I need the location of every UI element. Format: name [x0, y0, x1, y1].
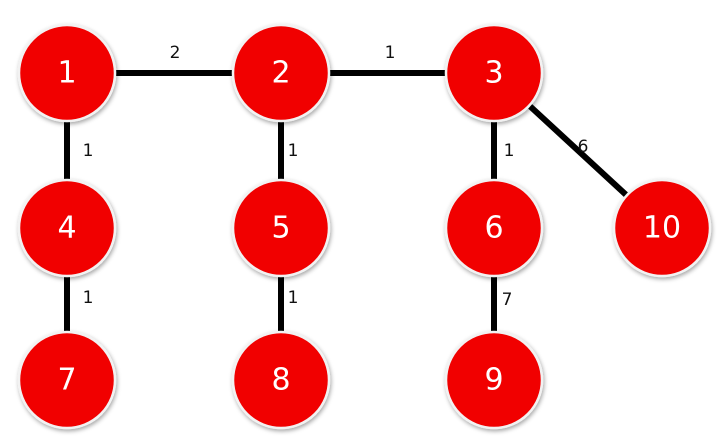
node-6: 6: [444, 178, 544, 278]
node-circle: [444, 330, 544, 430]
edge-weight-2-5: 1: [288, 141, 299, 161]
node-label: 8: [271, 363, 290, 398]
node-circle: [612, 178, 712, 278]
node-label: 5: [271, 211, 290, 246]
edge-weight-3-10: 6: [578, 137, 589, 157]
node-circle: [17, 23, 117, 123]
node-label: 4: [57, 211, 76, 246]
edges-layer: [64, 70, 665, 380]
node-label: 9: [484, 363, 503, 398]
node-8: 8: [231, 330, 331, 430]
node-3: 3: [444, 23, 544, 123]
node-1: 1: [17, 23, 117, 123]
edge-weight-1-4: 1: [83, 141, 94, 161]
node-label: 3: [484, 56, 503, 91]
node-9: 9: [444, 330, 544, 430]
node-circle: [17, 178, 117, 278]
node-5: 5: [231, 178, 331, 278]
node-circle: [231, 23, 331, 123]
node-circle: [444, 23, 544, 123]
node-4: 4: [17, 178, 117, 278]
nodes-layer: 1 2 3 4 5 6 7 8 9 10: [17, 23, 712, 430]
node-label: 2: [271, 56, 290, 91]
node-circle: [444, 178, 544, 278]
node-7: 7: [17, 330, 117, 430]
node-label: 6: [484, 211, 503, 246]
node-circle: [17, 330, 117, 430]
node-label: 10: [643, 211, 681, 246]
edge-weight-6-9: 7: [502, 290, 513, 310]
edge-weight-2-3: 1: [385, 43, 396, 63]
edge-weight-1-2: 2: [170, 43, 181, 63]
node-label: 7: [57, 363, 76, 398]
edge-weight-3-6: 1: [504, 141, 515, 161]
edge-weight-5-8: 1: [288, 288, 299, 308]
node-10: 10: [612, 178, 712, 278]
node-2: 2: [231, 23, 331, 123]
node-circle: [231, 330, 331, 430]
edge-weight-4-7: 1: [83, 288, 94, 308]
node-label: 1: [57, 56, 76, 91]
node-circle: [231, 178, 331, 278]
